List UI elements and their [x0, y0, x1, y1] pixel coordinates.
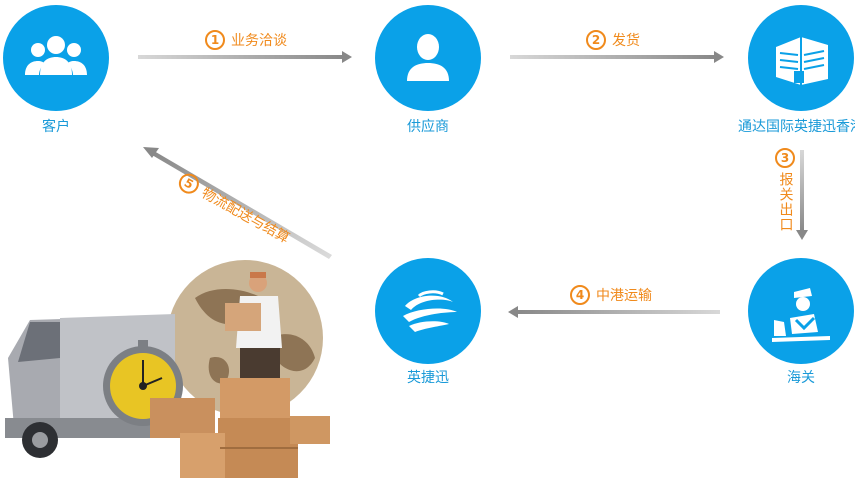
arrow-to-customer — [143, 147, 332, 259]
person-icon — [407, 34, 449, 81]
globe-orbit-icon — [403, 290, 457, 332]
step-4-number: 4 — [570, 285, 590, 305]
customer-node — [3, 5, 109, 111]
arrow-supplier-to-hk — [510, 51, 724, 63]
customs-officer-icon — [772, 288, 830, 342]
customer-label: 客户 — [42, 119, 70, 135]
step-4-text: 中港运输 — [596, 288, 652, 304]
supplier-node — [375, 5, 481, 111]
step-1-text: 业务洽谈 — [231, 33, 287, 49]
step-2-number: 2 — [586, 30, 606, 50]
step-1-number: 1 — [205, 30, 225, 50]
step-3-text: 报关出口 — [777, 172, 794, 232]
cardboard-boxes-image — [150, 378, 330, 478]
hk-company-node — [748, 5, 854, 111]
arrow-customs-to-yingjiexun — [508, 306, 720, 318]
yingjiexun-label: 英捷迅 — [407, 370, 449, 386]
arrow-hk-to-customs — [796, 150, 808, 240]
step-4-label: 4 中港运输 — [570, 285, 652, 305]
step-3-label: 3 报关出口 — [775, 148, 795, 232]
hk-company-label: 通达国际英捷迅香港 — [738, 119, 855, 135]
arrow-customer-to-supplier — [138, 51, 352, 63]
yingjiexun-node — [375, 258, 481, 364]
step-3-number: 3 — [775, 148, 795, 168]
people-group-icon — [25, 36, 87, 75]
logistics-illustration — [5, 260, 330, 478]
building-icon — [776, 37, 828, 85]
step-2-label: 2 发货 — [586, 30, 640, 50]
supplier-label: 供应商 — [407, 119, 449, 135]
customs-label: 海关 — [787, 370, 815, 386]
step-1-label: 1 业务洽谈 — [205, 30, 287, 50]
step-2-text: 发货 — [612, 33, 640, 49]
customs-node — [748, 258, 854, 364]
